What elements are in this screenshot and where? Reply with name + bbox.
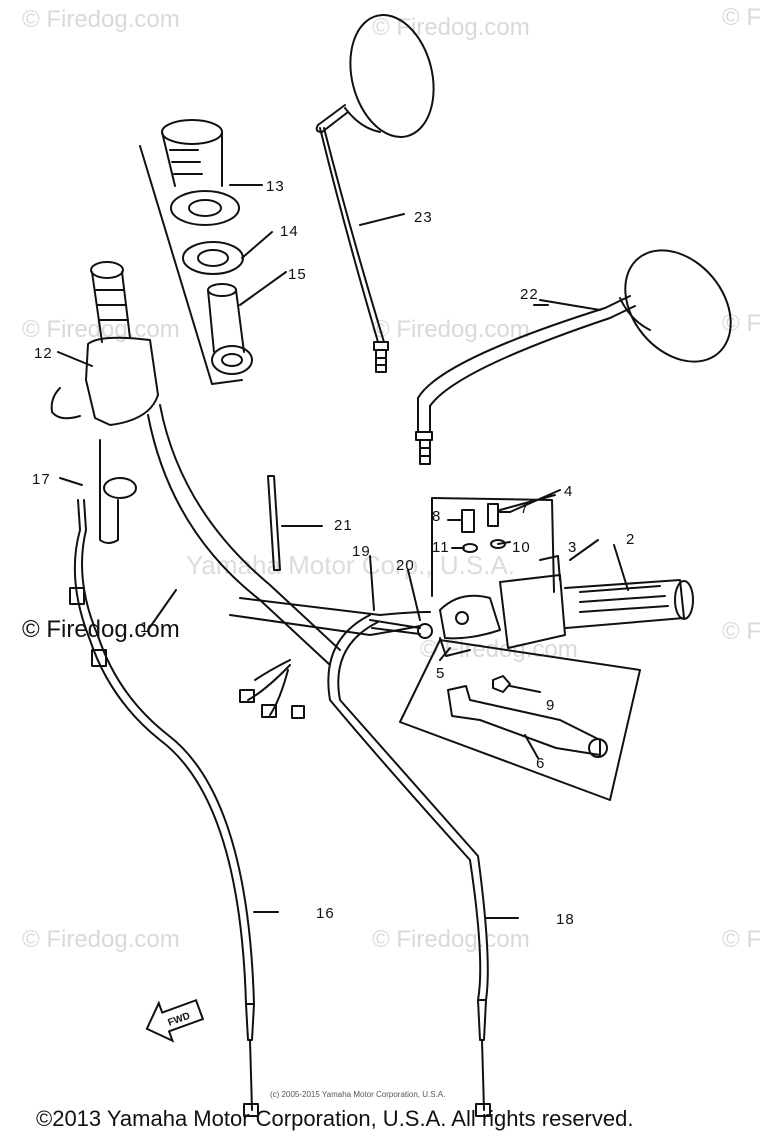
part-label-20: 20 — [396, 557, 415, 574]
part-label-1: 1 — [140, 619, 149, 636]
part-label-6: 6 — [536, 755, 545, 772]
mirror-23-drawing — [315, 14, 435, 373]
part-label-4: 4 — [564, 483, 573, 500]
left-switch-12-drawing — [50, 261, 159, 544]
firedog-watermark-dark: © Firedog.com — [22, 616, 180, 643]
footer-copyright: ©2013 Yamaha Motor Corporation, U.S.A. A… — [36, 1106, 634, 1131]
watermark: © F — [722, 310, 762, 337]
watermark: © F — [722, 926, 762, 953]
part-label-5: 5 — [436, 665, 445, 682]
handlebar-1-drawing — [147, 404, 431, 666]
watermark: © Firedog.com — [22, 926, 180, 953]
part-label-18: 18 — [556, 911, 575, 928]
watermark: © F — [722, 618, 762, 645]
part-label-8: 8 — [432, 508, 441, 525]
part-label-13: 13 — [266, 178, 285, 195]
sleeve-15-drawing — [207, 283, 253, 375]
part-label-2: 2 — [626, 531, 635, 548]
part-label-3: 3 — [568, 539, 577, 556]
part-label-9: 9 — [546, 697, 555, 714]
part-label-19: 19 — [352, 543, 371, 560]
part-label-22: 22 — [520, 286, 539, 303]
grip-13-drawing — [161, 119, 240, 226]
watermark: © Firedog.com — [22, 6, 180, 33]
part-label-7: 7 — [520, 500, 529, 517]
watermark: © Firedog.com — [372, 926, 530, 953]
part-label-12: 12 — [34, 345, 53, 362]
right-grip-2-drawing — [499, 555, 694, 649]
lever-6-drawing — [447, 685, 608, 758]
part-label-14: 14 — [280, 223, 299, 240]
cable-18-drawing — [327, 614, 491, 1117]
watermark: © F — [722, 4, 762, 31]
fwd-arrow-icon: FWD — [145, 998, 205, 1043]
part-label-21: 21 — [334, 517, 353, 534]
watermark: © Firedog.com — [372, 316, 530, 343]
part-label-23: 23 — [414, 209, 433, 226]
part-label-15: 15 — [288, 266, 307, 283]
center-watermark: Yamaha Motor Corp., U.S.A. — [186, 550, 515, 580]
part-label-10: 10 — [512, 539, 531, 556]
part-label-16: 16 — [316, 905, 335, 922]
part-label-17: 17 — [32, 471, 51, 488]
part-number-labels: 1 2 3 4 5 6 7 8 9 10 11 12 13 14 15 16 1… — [32, 178, 635, 928]
mirror-22-drawing — [415, 249, 732, 465]
part-label-11: 11 — [432, 539, 450, 556]
small-copyright: (c) 2005-2015 Yamaha Motor Corporation, … — [270, 1090, 446, 1099]
cable-16-drawing — [69, 499, 259, 1117]
